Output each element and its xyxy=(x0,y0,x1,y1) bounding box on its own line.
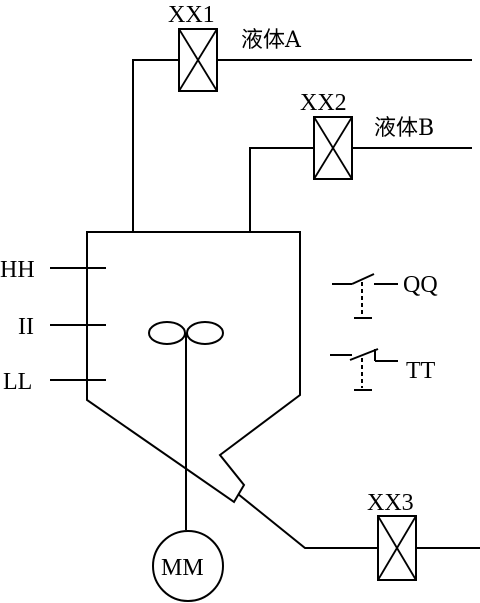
valve-xx1-label: XX1 xyxy=(168,2,215,28)
level-low-label: LL xyxy=(3,369,32,395)
valve-xx3 xyxy=(377,515,417,581)
tank-body xyxy=(86,231,301,504)
start-switch-icon xyxy=(332,273,398,319)
outlet-pipe xyxy=(237,493,480,549)
valve-xx2-label: XX2 xyxy=(300,90,347,116)
stop-switch-icon xyxy=(330,348,398,391)
liquid-b-label: 液体B xyxy=(374,116,434,141)
valve-xx2 xyxy=(313,116,353,180)
inlet-pipe-b xyxy=(249,147,472,232)
start-switch-label: QQ xyxy=(403,272,438,298)
motor-icon xyxy=(152,530,224,602)
inlet-pipe-a xyxy=(132,59,472,232)
motor-label: MM xyxy=(161,555,204,581)
level-mid-label: II xyxy=(18,314,34,340)
valve-xx1 xyxy=(178,28,218,92)
level-high-label: HH xyxy=(0,257,35,283)
liquid-a-label: 液体A xyxy=(241,28,302,53)
stop-switch-label: TT xyxy=(406,358,436,384)
agitator-icon xyxy=(148,321,224,530)
valve-xx3-label: XX3 xyxy=(367,490,414,516)
